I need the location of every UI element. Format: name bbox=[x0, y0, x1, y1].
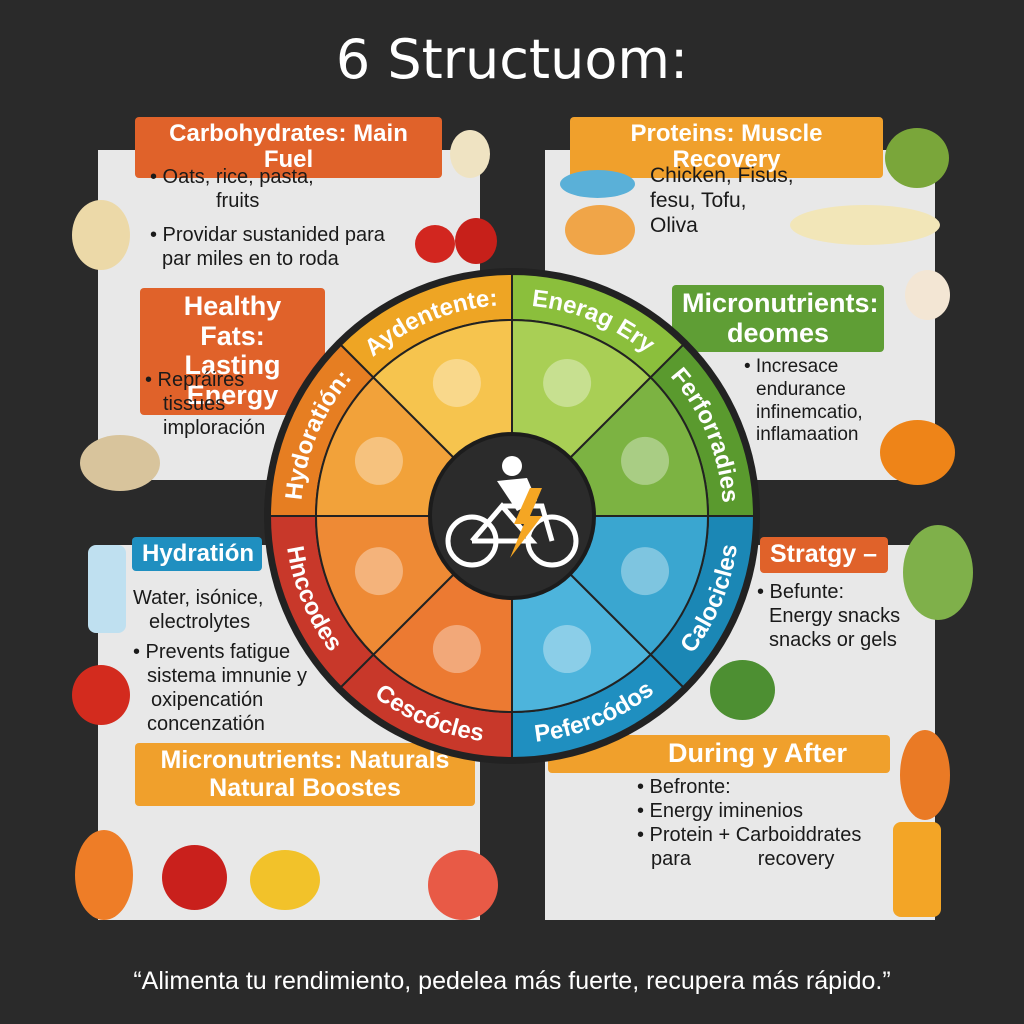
segment-food-icon bbox=[543, 358, 592, 407]
segment-food-icon bbox=[432, 625, 481, 674]
footer-quote: “Alimenta tu rendimiento, pedelea más fu… bbox=[133, 967, 891, 995]
text-line: • Energy iminenios bbox=[637, 800, 803, 822]
strategy-header: Stratgy – bbox=[760, 537, 888, 573]
text-line: • Protein + Carboiddrates bbox=[637, 824, 862, 846]
fish-illustration bbox=[560, 170, 635, 198]
text-line: fesu, Tofu, bbox=[650, 189, 747, 213]
text-line: snacks or gels bbox=[769, 629, 897, 651]
water-bottle-illustration bbox=[88, 545, 126, 633]
text-line: infinemcatio, bbox=[756, 401, 863, 423]
text-line: Water, isónice, bbox=[133, 587, 264, 609]
proteins-text: Chicken, Fisus, fesu, Tofu, Oliva bbox=[650, 163, 794, 239]
page-title: 6 Structuom: bbox=[335, 28, 689, 91]
text-line: • Befunte: bbox=[757, 581, 845, 603]
segment-food-icon bbox=[621, 436, 670, 485]
strategy-text: • Befunte: Energy snacks snacks or gels bbox=[757, 580, 900, 652]
header-line: Healthy Fats: bbox=[183, 291, 282, 351]
red-pepper-illustration bbox=[72, 665, 130, 725]
text-line: inflamaation bbox=[756, 424, 859, 446]
segment-food-icon bbox=[354, 547, 403, 596]
tomato-illustration bbox=[415, 225, 455, 263]
micronutrients-boosts-header: Micronutrients: Naturals Natural Boostes bbox=[135, 743, 475, 806]
text-line: • Repráires bbox=[145, 369, 245, 391]
fats-text: • Repráires tissues imploración bbox=[145, 368, 265, 440]
text-line: • Prevents fatigue bbox=[133, 641, 291, 663]
segment-food-icon bbox=[354, 436, 403, 485]
lettuce-illustration bbox=[903, 525, 973, 620]
parsnip-illustration bbox=[790, 205, 940, 245]
avocado-illustration bbox=[885, 128, 949, 188]
rice-bowl-illustration bbox=[80, 435, 160, 491]
text-line: • Oats, rice, pasta, bbox=[150, 166, 314, 188]
text-line: Energy snacks bbox=[769, 605, 901, 627]
header-line: Micronutrients: bbox=[682, 288, 879, 318]
carbs-text: • Oats, rice, pasta, fruits • Providar s… bbox=[150, 165, 385, 271]
proteins-header: Proteins: Muscle Recovery bbox=[570, 117, 883, 178]
text-line: endurance bbox=[756, 378, 846, 400]
during-after-text: • Befronte: • Energy iminenios • Protein… bbox=[637, 775, 861, 871]
header-line: Micronutrients: Naturals bbox=[160, 746, 450, 774]
apple-illustration bbox=[162, 845, 227, 910]
carrot-left-illustration bbox=[75, 830, 133, 920]
carrot-illustration bbox=[900, 730, 950, 820]
cyclist-lightning-icon bbox=[445, 456, 579, 568]
nutrition-wheel: Enerag EryFerforradiesCalociclesPefercód… bbox=[264, 268, 760, 764]
text-line: • Providar sustanided para bbox=[150, 224, 385, 246]
text-line: sistema imnunie y bbox=[147, 665, 308, 687]
text-line: tissues bbox=[163, 393, 226, 415]
text-line: oxipencatión bbox=[151, 689, 264, 711]
pepper-illustration bbox=[455, 218, 497, 264]
carbs-header: Carbohydrates: Main Fuel bbox=[135, 117, 442, 178]
hydration-header: Hydratión bbox=[132, 537, 262, 572]
eggs-illustration bbox=[565, 205, 635, 255]
pumpkin-illustration bbox=[880, 420, 955, 485]
text-line: concenzatión bbox=[147, 713, 265, 735]
broccoli-illustration bbox=[710, 660, 775, 720]
text-line: • Befronte: bbox=[637, 776, 731, 798]
oats-illustration bbox=[72, 200, 130, 270]
header-line: deomes bbox=[726, 317, 830, 348]
segment-food-icon bbox=[543, 625, 592, 674]
micronutrients-text: • Incresace endurance infinemcatio, infl… bbox=[744, 356, 863, 447]
text-line: Chicken, Fisus, bbox=[650, 164, 794, 187]
text-line: para recovery bbox=[651, 848, 835, 870]
text-line: electrolytes bbox=[149, 611, 251, 633]
juice-jar-illustration bbox=[893, 822, 941, 917]
header-line: Natural Boostes bbox=[209, 773, 401, 802]
text-line: imploración bbox=[163, 417, 266, 439]
text-line: fruits bbox=[216, 190, 260, 212]
segment-food-icon bbox=[432, 358, 481, 407]
text-line: par miles en to roda bbox=[162, 248, 339, 270]
text-line: • Incresace bbox=[744, 356, 839, 377]
hydration-text: Water, isónice, electrolytes • Prevents … bbox=[133, 586, 307, 736]
grapefruit-illustration bbox=[428, 850, 498, 920]
fats-header: Healthy Fats: Lasting Energy bbox=[140, 288, 325, 415]
header-line: Lasting Energy bbox=[184, 350, 281, 411]
lemon-illustration bbox=[250, 850, 320, 910]
micronutrients-header: Micronutrients: deomes bbox=[672, 285, 884, 353]
onion-illustration bbox=[450, 130, 490, 178]
text-line: Oliva bbox=[650, 214, 698, 238]
segment-food-icon bbox=[621, 547, 670, 596]
egg-illustration bbox=[905, 270, 950, 320]
